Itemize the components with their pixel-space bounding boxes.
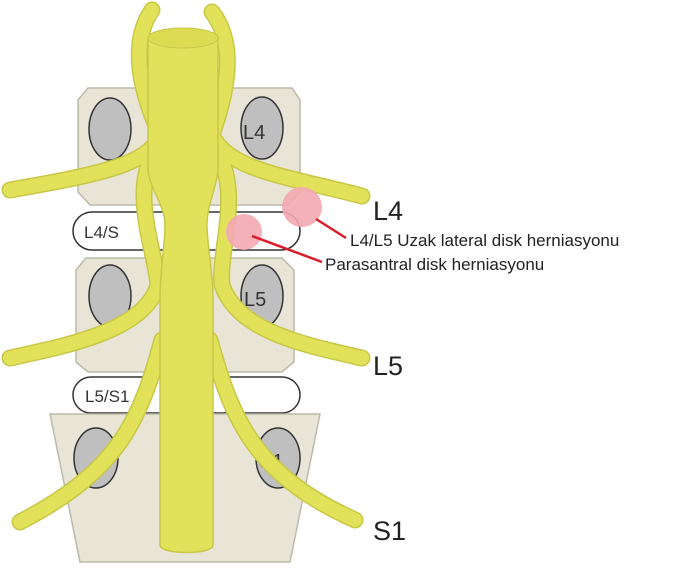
nerve-root-s1-label: S1 [373, 516, 406, 546]
vertebra-l4-label: L4 [243, 122, 265, 144]
nerve-root-l4-label: L4 [373, 196, 403, 226]
disc-l4-l5-label: L4/S [84, 223, 119, 242]
far-lateral-herniation [282, 187, 322, 227]
far-lateral-pointer [316, 219, 346, 238]
nerve-root-l5-label: L5 [373, 351, 403, 381]
far-lateral-label: L4/L5 Uzak lateral disk herniasyonu [350, 231, 619, 250]
disc-l5-s1-label: L5/S1 [85, 387, 129, 406]
paracentral-label: Parasantral disk herniasyonu [325, 255, 544, 274]
paracentral-herniation [226, 214, 262, 250]
pedicle-l4-left [89, 98, 131, 160]
